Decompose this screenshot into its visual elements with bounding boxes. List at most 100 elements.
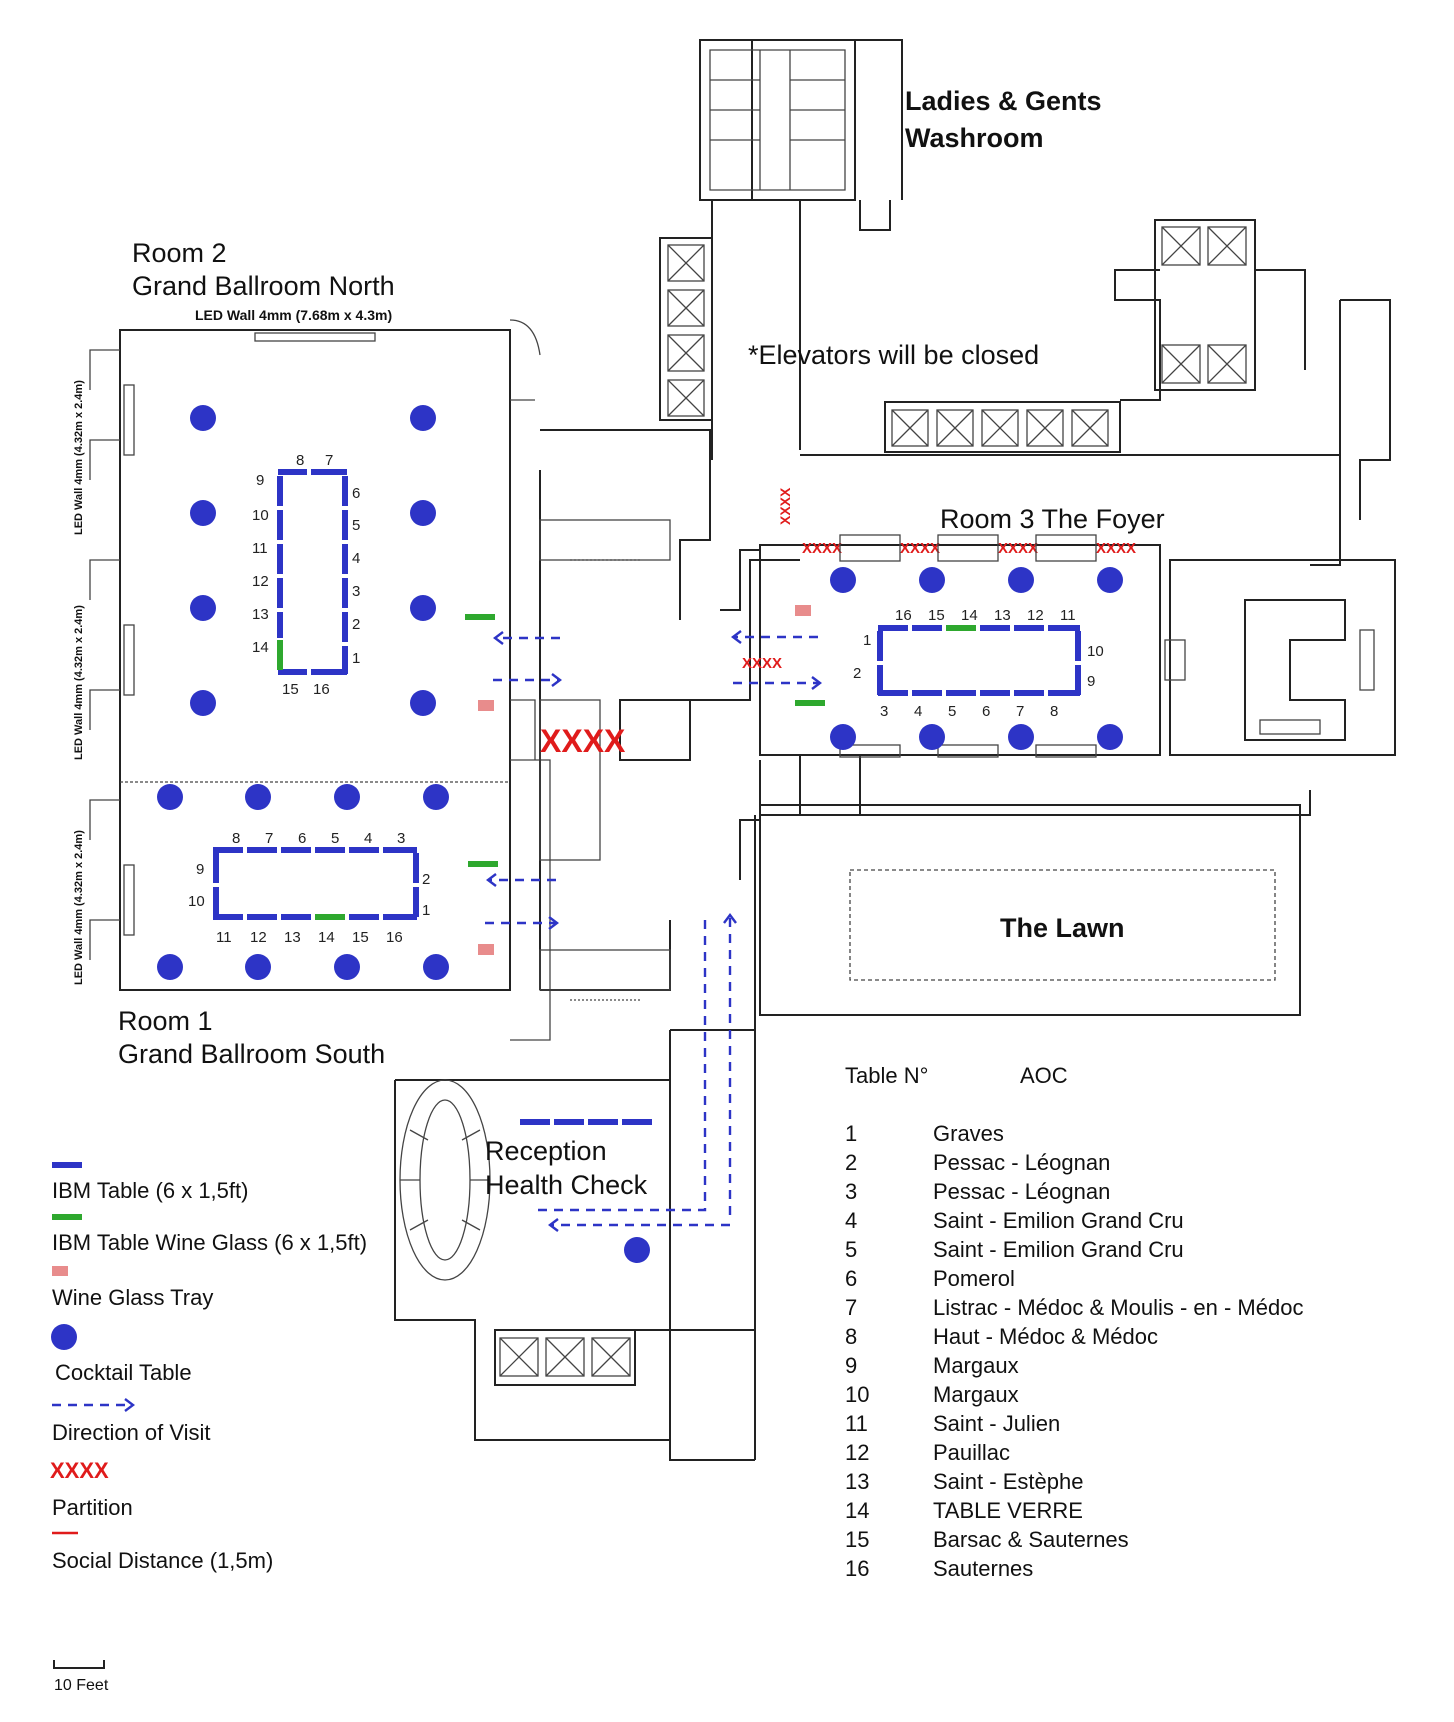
- scale-bar-icon: [53, 1660, 105, 1669]
- aoc-row-number: 11: [845, 1411, 868, 1436]
- table-number: 2: [352, 616, 360, 633]
- legend: IBM Table (6 x 1,5ft) IBM Table Wine Gla…: [50, 1162, 367, 1694]
- cocktail-table: [190, 690, 216, 716]
- aoc-row-appellation: Barsac & Sauternes: [933, 1527, 1129, 1552]
- room2-label-line2: Grand Ballroom North: [132, 271, 395, 301]
- aoc-row-appellation: Graves: [933, 1121, 1004, 1146]
- wine-glass-tray: [478, 700, 494, 711]
- cocktail-table: [919, 567, 945, 593]
- legend-ibm-wine-glass: IBM Table Wine Glass (6 x 1,5ft): [52, 1230, 367, 1255]
- cocktail-table: [624, 1237, 650, 1263]
- lawn-area: [759, 804, 1301, 1016]
- table-number: 16: [386, 929, 403, 946]
- table-number: 7: [265, 830, 273, 847]
- elevator-bank-east: [1154, 219, 1256, 391]
- cocktail-table: [423, 954, 449, 980]
- table-number: 13: [284, 929, 301, 946]
- legend-direction: Direction of Visit: [52, 1420, 211, 1445]
- table-number: 12: [252, 573, 269, 590]
- cocktail-table: [245, 784, 271, 810]
- legend-wine-tray: Wine Glass Tray: [52, 1285, 213, 1310]
- aoc-row-appellation: Saint - Julien: [933, 1411, 1060, 1436]
- cocktail-table: [1008, 567, 1034, 593]
- table-number: 5: [331, 830, 339, 847]
- table-number: 4: [914, 703, 922, 720]
- cocktail-table: [423, 784, 449, 810]
- table-number: 1: [863, 632, 871, 649]
- table-number: 9: [256, 472, 264, 489]
- legend-partition: Partition: [52, 1495, 133, 1520]
- reception-area: [394, 1079, 670, 1441]
- table-number: 14: [252, 639, 269, 656]
- direction-arrow-icon: [124, 1398, 135, 1412]
- table-number: 13: [994, 607, 1011, 624]
- cocktail-table: [830, 724, 856, 750]
- table-number: 4: [352, 550, 360, 567]
- cocktail-table: [410, 690, 436, 716]
- legend-social-distance: Social Distance (1,5m): [52, 1548, 273, 1573]
- table-number: 8: [1050, 703, 1058, 720]
- table-number: 8: [232, 830, 240, 847]
- cocktail-table: [190, 595, 216, 621]
- aoc-header-aoc: AOC: [1020, 1063, 1068, 1088]
- table-number: 12: [1027, 607, 1044, 624]
- partition-corridor: XXXX: [540, 723, 626, 759]
- led-wall-top-label: LED Wall 4mm (7.68m x 4.3m): [195, 307, 392, 323]
- scale-label: 10 Feet: [54, 1677, 109, 1694]
- table-number: 5: [948, 703, 956, 720]
- aoc-row-appellation: Pessac - Léognan: [933, 1179, 1110, 1204]
- wine-glass-tray: [795, 605, 811, 616]
- elevator-bank-foyer: [884, 401, 1121, 453]
- washroom-label-line2: Washroom: [905, 123, 1044, 153]
- aoc-row-number: 8: [845, 1324, 857, 1349]
- aoc-row-number: 13: [845, 1469, 869, 1494]
- room2-table-layout: 8 7 9 6 5 4 3 2 1 10 11 12 13 14 15 16: [252, 452, 360, 698]
- table-number: 14: [318, 929, 335, 946]
- cocktail-table: [1097, 724, 1123, 750]
- aoc-row-number: 1: [845, 1121, 857, 1146]
- cocktail-table: [190, 405, 216, 431]
- cocktail-table: [410, 595, 436, 621]
- legend-ibm-table: IBM Table (6 x 1,5ft): [52, 1178, 248, 1203]
- aoc-row-appellation: Saint - Estèphe: [933, 1469, 1083, 1494]
- partition-foyer-entry: XXXX: [742, 655, 782, 672]
- table-number: 15: [282, 681, 299, 698]
- table-number: 6: [352, 485, 360, 502]
- partition-foyer-2: XXXX: [900, 540, 940, 557]
- table-number: 9: [1087, 673, 1095, 690]
- table-number: 9: [196, 861, 204, 878]
- reception-label-line1: Reception: [485, 1136, 607, 1166]
- table-number: 1: [352, 650, 360, 667]
- table-number: 11: [1060, 607, 1076, 624]
- table-number: 1: [422, 902, 430, 919]
- aoc-header-table: Table N°: [845, 1063, 928, 1088]
- aoc-row-appellation: TABLE VERRE: [933, 1498, 1083, 1523]
- aoc-row-appellation: Sauternes: [933, 1556, 1033, 1581]
- cocktail-table: [1008, 724, 1034, 750]
- elevators-closed-note: *Elevators will be closed: [748, 340, 1039, 370]
- legend-partition-symbol: XXXX: [50, 1458, 109, 1483]
- table-number: 6: [982, 703, 990, 720]
- east-lounge: [1164, 559, 1396, 756]
- table-number: 16: [313, 681, 330, 698]
- aoc-row-appellation: Margaux: [933, 1382, 1019, 1407]
- table-number: 11: [216, 929, 232, 946]
- elevator-bank-south: [494, 1329, 636, 1386]
- room2-label-line1: Room 2: [132, 238, 227, 268]
- aoc-row-appellation: Listrac - Médoc & Moulis - en - Médoc: [933, 1295, 1303, 1320]
- wine-glass-stations: [465, 605, 825, 955]
- aoc-row-number: 6: [845, 1266, 857, 1291]
- partition-foyer-3: XXXX: [998, 540, 1038, 557]
- cocktail-table: [334, 954, 360, 980]
- table-number: 7: [325, 452, 333, 469]
- table-number: 10: [252, 507, 269, 524]
- legend-cocktail-table: Cocktail Table: [55, 1360, 192, 1385]
- wine-glass-tray: [478, 944, 494, 955]
- table-number: 3: [880, 703, 888, 720]
- table-number: 15: [928, 607, 945, 624]
- cocktail-table: [830, 567, 856, 593]
- room1-label-line2: Grand Ballroom South: [118, 1039, 385, 1069]
- partitions: XXXX XXXX XXXX XXXX XXXX XXXX XXXX: [540, 487, 1136, 759]
